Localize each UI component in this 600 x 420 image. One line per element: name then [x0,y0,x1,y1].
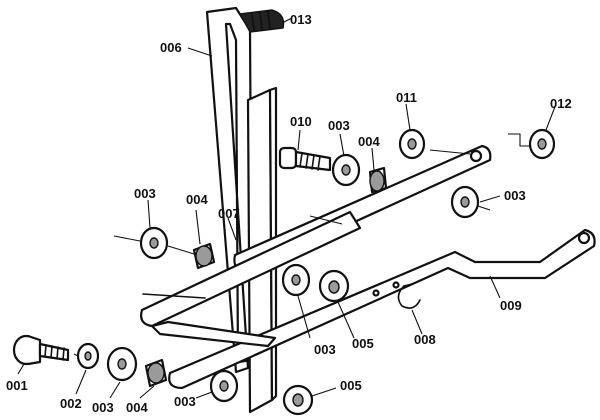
part-004-spacer-upper [368,166,388,194]
callout-013: 013 [290,12,312,27]
callout-006: 006 [160,40,182,55]
callout-010: 010 [290,114,312,129]
leader-lines [17,17,557,399]
callout-005-center: 005 [352,336,374,351]
part-003-washer-left [139,226,169,260]
callout-004-upper: 004 [358,134,380,149]
callout-012: 012 [550,96,572,111]
part-003-washer-right [450,185,480,219]
part-010-bolt [278,146,332,172]
callout-002: 002 [60,396,82,411]
callouts: 013 006 010 003 004 011 012 003 003 004 … [6,12,572,415]
assembly-lines [73,133,530,357]
left-cross-member [140,210,362,348]
part-005-nut-bottom [282,384,314,416]
callout-003-bottom: 003 [174,394,196,409]
callout-003-right: 003 [504,188,526,203]
part-012-washer [528,128,556,160]
callout-004-left: 004 [186,192,208,207]
part-008-clip [397,283,421,309]
callout-011: 011 [396,90,417,105]
callout-007: 007 [218,206,240,221]
callout-004-bottom: 004 [126,400,148,415]
part-001-bolt [12,334,70,366]
callout-009: 009 [500,298,522,313]
part-009-lower-bar [168,228,596,390]
callout-008: 008 [414,332,436,347]
part-003-washer-upper [331,153,361,187]
part-003-washer-bottom-left [106,346,138,382]
part-011-nut [398,128,426,160]
callout-001: 001 [6,378,28,393]
callout-003-bottom-left: 003 [92,400,114,415]
part-005-nut-center [318,269,350,303]
part-006-handle [205,6,254,374]
part-002-lock-washer [76,342,100,370]
part-004-spacer-left [192,242,216,270]
part-013-grip [238,9,285,33]
callout-003-left: 003 [134,186,156,201]
callout-005-bottom: 005 [340,378,362,393]
part-004-spacer-bottom [144,358,168,388]
callout-003-center: 003 [314,342,336,357]
callout-003-upper: 003 [328,118,350,133]
part-003-washer-center [281,263,311,297]
part-003-washer-bottom [209,369,239,403]
